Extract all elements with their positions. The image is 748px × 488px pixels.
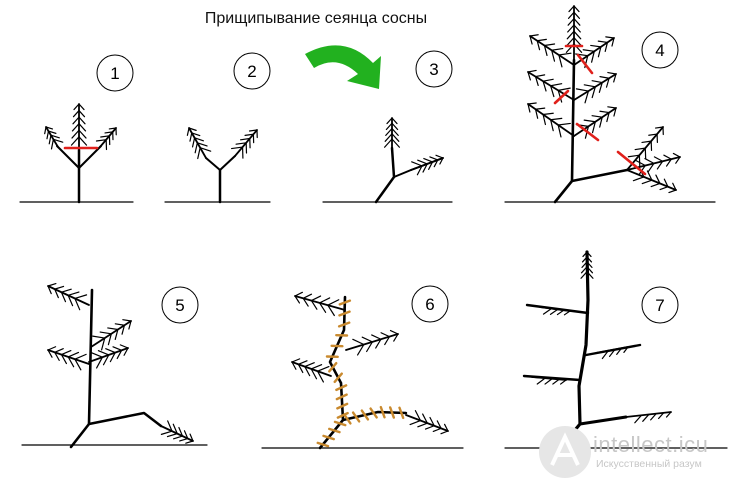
branch	[87, 411, 163, 428]
needle-tuft	[573, 71, 617, 104]
needle-tuft	[88, 344, 129, 369]
cut-marks	[63, 44, 647, 176]
ground-lines	[19, 201, 728, 449]
diagram-title: Прищипывание сеянца сосны	[204, 10, 428, 27]
step-label: 7	[655, 296, 664, 315]
branch	[56, 145, 80, 169]
step-label: 6	[425, 295, 434, 314]
cut-mark	[575, 122, 600, 142]
step-numbers: 1 2 3 4 5 6 7	[96, 31, 679, 324]
step-number-7: 7	[641, 286, 679, 324]
step-number-5: 5	[161, 286, 199, 324]
step-label: 5	[175, 296, 184, 315]
watermark-name: intellect.icu	[593, 432, 709, 457]
curved-arrow-icon	[305, 45, 381, 89]
step-label: 3	[429, 60, 438, 79]
needle-tuft	[529, 34, 575, 68]
needle-tuft	[626, 152, 681, 176]
needle-tuft	[291, 358, 332, 383]
tie-segment	[316, 299, 352, 448]
needle-tuft	[573, 36, 615, 69]
branch	[219, 155, 236, 171]
needle-tuft	[90, 319, 132, 351]
seedling-drawings	[44, 5, 681, 450]
step-number-1: 1	[96, 54, 134, 92]
tie-marks	[316, 299, 405, 448]
needle-tuft	[294, 291, 346, 317]
step-number-2: 2	[233, 52, 271, 90]
needle-tuft	[527, 102, 575, 138]
needle-tuft	[230, 129, 258, 159]
step-label: 2	[247, 62, 256, 81]
needle-tuft	[626, 126, 664, 171]
branch	[578, 415, 628, 426]
step-number-3: 3	[415, 50, 453, 88]
needle-tuft	[595, 346, 629, 360]
needle-tuft	[186, 127, 212, 160]
needle-tuft	[531, 376, 567, 385]
needle-tuft	[44, 126, 64, 150]
branch	[570, 168, 629, 183]
branch	[341, 410, 408, 422]
needle-tuft	[527, 69, 575, 103]
stem	[558, 250, 590, 450]
needle-tuft	[345, 329, 399, 356]
intellect-logo-icon	[539, 426, 591, 478]
needle-tuft	[565, 5, 583, 61]
cut-mark	[576, 53, 594, 75]
branch	[78, 145, 102, 169]
needle-tuft	[160, 420, 194, 444]
needle-tuft	[405, 410, 449, 435]
needle-tuft	[410, 157, 444, 176]
step-number-6: 6	[411, 285, 449, 323]
step-label: 1	[110, 64, 119, 83]
needle-tuft	[47, 346, 90, 371]
watermark-tagline: Искусственный разум	[596, 458, 702, 470]
needle-tuft	[625, 411, 672, 424]
step-label: 4	[655, 41, 664, 60]
needle-tuft	[580, 251, 594, 283]
needle-tuft	[47, 282, 90, 311]
needle-tuft	[95, 127, 117, 151]
needle-tuft	[539, 306, 571, 316]
tie-segment	[343, 405, 405, 425]
needle-tuft	[626, 166, 677, 194]
branch	[393, 169, 412, 178]
branch	[205, 157, 221, 171]
cut-mark	[616, 150, 647, 176]
cut-mark	[553, 89, 570, 105]
step-number-4: 4	[641, 31, 679, 69]
needle-tuft	[70, 103, 88, 153]
stem	[374, 146, 396, 204]
needle-tuft	[383, 117, 401, 151]
needle-tuft	[573, 106, 617, 139]
